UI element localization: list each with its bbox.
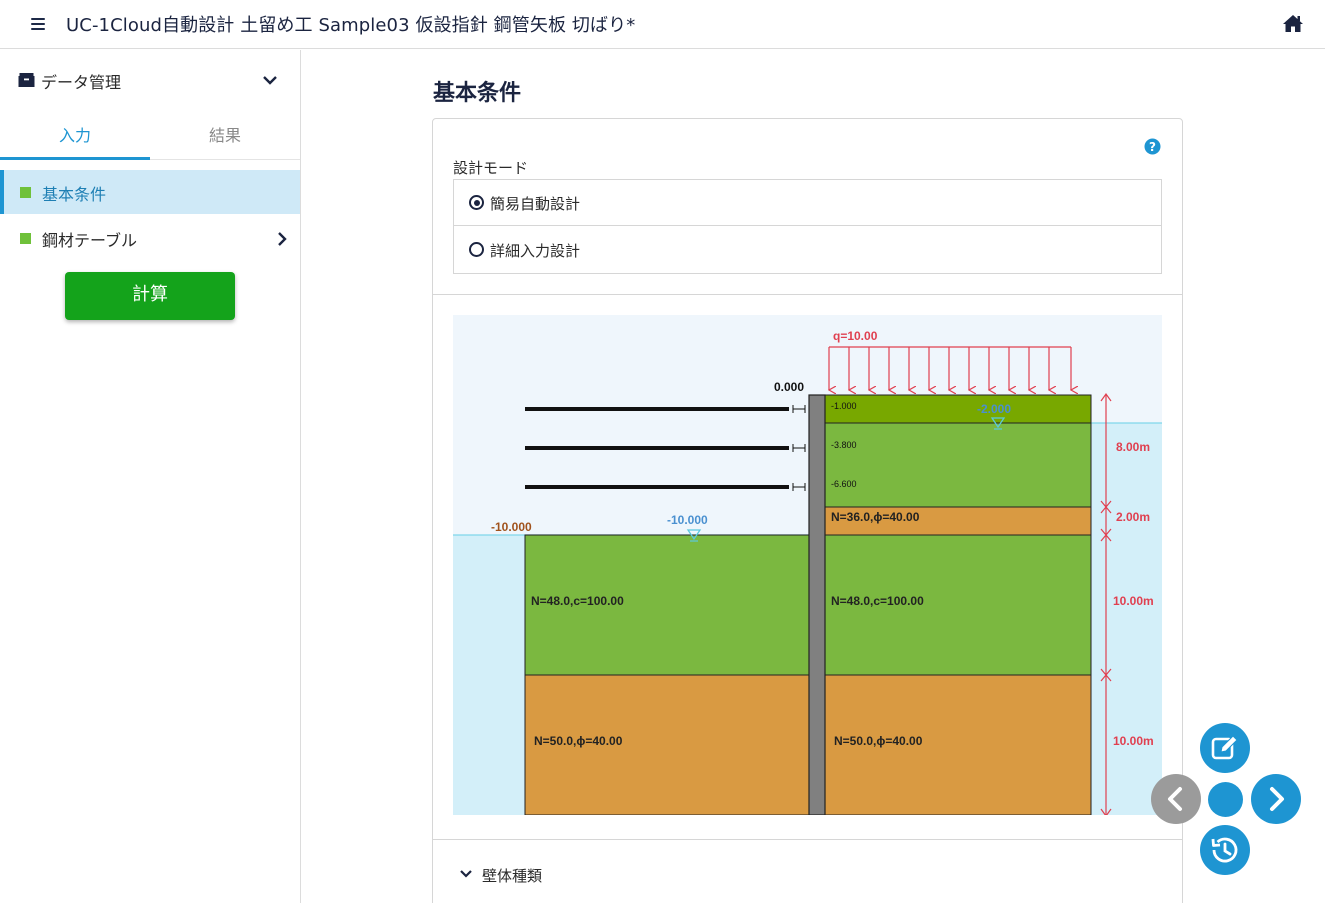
sidebar-item-basic-conditions[interactable]: 基本条件 xyxy=(0,170,300,214)
radio-checked-icon xyxy=(469,195,484,210)
layer-clay-back xyxy=(824,534,1092,676)
radio-label: 詳細入力設計 xyxy=(490,242,581,260)
chevron-right-icon xyxy=(1270,787,1284,811)
water-level-marker-icon xyxy=(990,417,1006,429)
soil-section-diagram: q=10.00 0.000 -1.000 -3.800 -6.600 -2.00… xyxy=(453,315,1162,815)
dimension-label-3: 10.00m xyxy=(1113,594,1154,608)
sidebar-item-label: 鋼材テーブル xyxy=(42,231,138,250)
sidebar-item-steel-table[interactable]: 鋼材テーブル xyxy=(0,216,300,260)
layer-label-front-clay: N=48.0,c=100.00 xyxy=(531,594,624,608)
data-management-toggle[interactable]: データ管理 xyxy=(0,60,300,100)
struts xyxy=(525,405,806,491)
page-title: 基本条件 xyxy=(433,81,522,106)
history-button[interactable] xyxy=(1200,825,1250,875)
wall-type-section-label: 壁体種類 xyxy=(482,867,543,885)
sidebar: データ管理 入力 結果 基本条件 鋼材テーブル 計算 xyxy=(0,50,301,903)
design-mode-label: 設計モード xyxy=(453,159,529,177)
dimension-line xyxy=(1100,392,1112,815)
design-mode-radio-group: 簡易自動設計 詳細入力設計 xyxy=(453,179,1162,274)
box-icon xyxy=(18,73,35,87)
radio-unchecked-icon xyxy=(469,242,484,257)
layer-sand-front xyxy=(524,674,810,815)
tab-input[interactable]: 入力 xyxy=(0,116,150,160)
dimension-label-4: 10.00m xyxy=(1113,734,1154,748)
sidebar-item-label: 基本条件 xyxy=(42,185,107,204)
strut-level-1: -1.000 xyxy=(831,401,857,411)
hamburger-menu-icon[interactable] xyxy=(26,13,50,35)
water-level-marker-icon xyxy=(686,529,702,541)
next-button[interactable] xyxy=(1251,774,1301,824)
layer-top-back xyxy=(824,394,1092,424)
excavation-level-label: -10.000 xyxy=(491,520,532,534)
load-label: q=10.00 xyxy=(833,329,878,343)
divider xyxy=(433,294,1182,295)
chevron-right-icon xyxy=(278,232,287,246)
layer-sand-back xyxy=(824,506,1092,536)
strut-level-2: -3.800 xyxy=(831,440,857,450)
radio-label: 簡易自動設計 xyxy=(490,195,581,213)
app-title: UC-1Cloud自動設計 土留め工 Sample03 仮設指針 鋼管矢板 切ば… xyxy=(66,15,636,36)
svg-text:?: ? xyxy=(1149,140,1156,154)
radio-simple-auto-design[interactable]: 簡易自動設計 xyxy=(454,180,1161,226)
water-level-back-label: -2.000 xyxy=(977,402,1011,416)
layer-sand-back-deep xyxy=(824,674,1092,815)
divider xyxy=(433,839,1182,840)
status-square-icon xyxy=(20,187,31,198)
data-management-label: データ管理 xyxy=(41,73,122,92)
water-front-background xyxy=(453,535,525,815)
edit-button[interactable] xyxy=(1200,723,1250,773)
tab-results[interactable]: 結果 xyxy=(208,126,241,145)
edit-icon xyxy=(1211,735,1238,760)
layer-label-front-sand: N=50.0,ϕ=40.00 xyxy=(534,734,623,748)
chevron-down-icon xyxy=(460,870,472,878)
layer-label-back-clay: N=48.0,c=100.00 xyxy=(831,594,924,608)
water-level-front-label: -10.000 xyxy=(667,513,708,527)
dimension-label-2: 2.00m xyxy=(1116,510,1150,524)
layer-label-back-sand: N=36.0,ϕ=40.00 xyxy=(831,510,920,524)
strut-level-3: -6.600 xyxy=(831,479,857,489)
previous-button[interactable] xyxy=(1151,774,1201,824)
help-icon[interactable]: ? xyxy=(1144,138,1161,155)
chevron-down-icon xyxy=(263,76,277,85)
sidebar-tabs: 入力 結果 xyxy=(0,116,300,160)
layer-label-back-sand-deep: N=50.0,ϕ=40.00 xyxy=(834,734,923,748)
status-square-icon xyxy=(20,233,31,244)
water-back-background xyxy=(1091,423,1162,815)
layer-clay-back-upper xyxy=(824,422,1092,508)
surcharge-load-arrows xyxy=(829,346,1071,390)
top-level-label: 0.000 xyxy=(774,380,804,394)
radio-detailed-input-design[interactable]: 詳細入力設計 xyxy=(454,227,1161,273)
home-icon[interactable] xyxy=(1281,12,1305,36)
sheet-pile-wall xyxy=(808,394,826,815)
dimension-label-1: 8.00m xyxy=(1116,440,1150,454)
chevron-left-icon xyxy=(1168,787,1182,811)
calculate-button[interactable]: 計算 xyxy=(65,272,235,320)
page-indicator-dot[interactable] xyxy=(1208,782,1243,817)
basic-conditions-card: ? 設計モード 簡易自動設計 詳細入力設計 xyxy=(432,118,1183,903)
app-header: UC-1Cloud自動設計 土留め工 Sample03 仮設指針 鋼管矢板 切ば… xyxy=(0,0,1325,49)
history-icon xyxy=(1211,837,1238,863)
